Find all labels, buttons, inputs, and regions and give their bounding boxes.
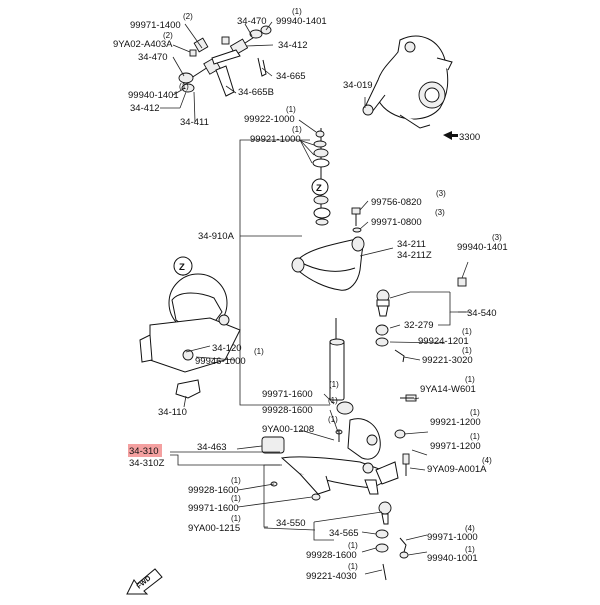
quantity-label: (1): [292, 7, 302, 16]
part-number-label: 34-463: [197, 442, 227, 453]
part-number-label: 9YA02-A403A: [113, 39, 173, 50]
fwd-arrow: [126, 568, 163, 595]
part-number-label: 99971-1000: [427, 532, 478, 543]
leader-lines: [160, 21, 470, 575]
quantity-label: (3): [435, 208, 445, 217]
part-number-label: 34-310: [129, 446, 159, 457]
quantity-label: (1): [179, 82, 189, 91]
quantity-label: (1): [329, 380, 339, 389]
quantity-label: (2): [163, 31, 173, 40]
part-number-label: 99928-1600: [188, 485, 239, 496]
part-number-label: 34-665: [276, 71, 306, 82]
part-number-label: 9YA14-W601: [420, 384, 476, 395]
part-number-label: 34-910A: [198, 231, 235, 242]
part-number-label: 99756-0820: [371, 197, 422, 208]
part-number-label: 34-412: [278, 40, 308, 51]
quantity-label: (1): [254, 347, 264, 356]
part-number-label: 9YA00-1208: [262, 424, 314, 435]
quantity-label: (1): [462, 327, 472, 336]
quantity-label: (1): [231, 494, 241, 503]
part-number-label: 34-470: [138, 52, 168, 63]
part-number-label: 34-211: [397, 239, 426, 250]
quantity-label: (1): [462, 346, 472, 355]
quantity-label: (1): [328, 415, 338, 424]
part-number-label: 99940-1401: [128, 90, 179, 101]
part-number-label: 34-412: [130, 103, 160, 114]
quantity-label: (1): [465, 545, 475, 554]
z-marker-upper: [311, 178, 329, 196]
quantity-label: (1): [348, 541, 358, 550]
part-number-label: 34-411: [180, 117, 209, 128]
part-number-label: Z: [179, 262, 185, 273]
part-number-label: 32-279: [404, 320, 434, 331]
part-number-label: 34-211Z: [397, 250, 432, 261]
part-number-label: 99971-1200: [430, 441, 481, 452]
part-number-label: 34-540: [467, 308, 497, 319]
upper-arm-drawing: [291, 236, 405, 363]
z-marker-detail: [173, 256, 193, 276]
part-number-label: 9YA00-1215: [188, 523, 240, 534]
quantity-label: (1): [231, 476, 241, 485]
part-labels: 99971-1400(2)9YA02-A403A(2)34-47099940-1…: [113, 7, 508, 591]
quantity-label: (1): [470, 408, 480, 417]
part-number-label: 34-120: [212, 343, 242, 354]
part-number-label: Z: [316, 183, 322, 194]
part-number-label: 99971-1600: [188, 503, 239, 514]
highlight-34-310: [128, 444, 162, 457]
quantity-label: (4): [482, 456, 492, 465]
part-number-label: 99924-1201: [418, 336, 469, 347]
part-number-label: 99940-1401: [457, 242, 508, 253]
quantity-label: (1): [286, 105, 296, 114]
part-number-label: 99221-4030: [306, 571, 357, 582]
quantity-label: (2): [183, 12, 193, 21]
part-number-label: 34-310Z: [129, 458, 165, 469]
part-number-label: 99940-1001: [427, 553, 478, 564]
part-number-label: 34-470: [237, 16, 267, 27]
part-number-label: 34-565: [329, 528, 359, 539]
part-number-label: 99221-3020: [422, 355, 473, 366]
part-number-label: 99921-1000: [250, 134, 301, 145]
stabilizer-link-drawing: [178, 25, 272, 97]
quantity-label: (1): [470, 432, 480, 441]
lower-arm-drawing: [261, 394, 417, 581]
part-number-label: 99921-1200: [430, 417, 481, 428]
part-number-label: 99971-1400: [130, 20, 181, 31]
part-number-label: 34-019: [343, 80, 373, 91]
part-number-label: 99971-1600: [262, 389, 313, 400]
steering-knuckle-drawing: [362, 35, 453, 129]
part-number-label: 99971-0800: [371, 217, 422, 228]
part-number-label: 9YA09-A001A: [427, 464, 487, 475]
quantity-label: (1): [292, 125, 302, 134]
shock-absorber-drawing: [312, 128, 354, 415]
part-number-label: 99940-1401: [276, 16, 327, 27]
part-number-label: 34-665B: [238, 87, 274, 98]
detail-z-drawing: [139, 273, 241, 399]
part-number-label: 99928-1600: [306, 550, 357, 561]
part-number-label: 34-550: [276, 518, 306, 529]
part-number-label: 99922-1000: [244, 114, 295, 125]
quantity-label: (1): [328, 396, 338, 405]
reference-arrow-3300: [443, 131, 458, 140]
quantity-label: (3): [436, 189, 446, 198]
quantity-label: (1): [465, 375, 475, 384]
part-number-label: 34-110: [158, 407, 187, 418]
quantity-label: (1): [231, 514, 241, 523]
part-number-label: 99946-1000: [195, 356, 246, 367]
part-number-label: 3300: [459, 132, 480, 143]
part-number-label: 99928-1600: [262, 405, 313, 416]
quantity-label: (1): [348, 562, 358, 571]
quantity-label: (4): [465, 524, 475, 533]
quantity-label: (3): [492, 233, 502, 242]
